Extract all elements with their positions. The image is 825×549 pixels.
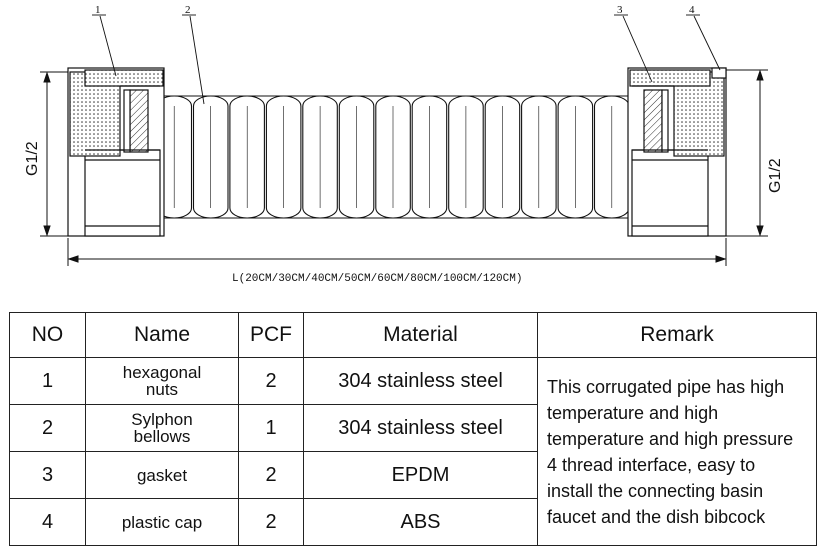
row-material: 304 stainless steel	[303, 357, 538, 405]
right-thread-dimension	[725, 69, 768, 237]
left-thread-label: G1/2	[24, 141, 41, 176]
length-dimension	[67, 238, 727, 266]
callout-1: 1	[95, 4, 101, 16]
remark-line: install the connecting basin	[547, 480, 764, 501]
remark-line: This corrugated pipe has high	[547, 376, 785, 397]
callout-2: 2	[185, 4, 191, 16]
header-no: NO	[9, 312, 86, 358]
row-pcf: 2	[238, 498, 304, 546]
sylphon-bellows	[152, 95, 632, 219]
row-material: ABS	[303, 498, 538, 546]
callout-lines	[92, 14, 721, 105]
remark-line: 4 thread interface, easy to	[547, 454, 756, 475]
row-pcf: 1	[238, 404, 304, 452]
left-thread-dimension	[40, 71, 72, 237]
callout-4: 4	[689, 4, 695, 16]
row-no: 4	[9, 498, 86, 546]
table-row: 4 plastic cap 2 ABS	[9, 498, 817, 546]
remark-cell: This corrugated pipe has high temperatur…	[537, 357, 817, 546]
row-material: EPDM	[303, 451, 538, 499]
right-fitting	[627, 67, 727, 237]
row-pcf: 2	[238, 451, 304, 499]
table-header-row: NO Name PCF Material Remark	[9, 312, 817, 358]
header-pcf: PCF	[238, 312, 304, 358]
row-no: 1	[9, 357, 86, 405]
row-no: 2	[9, 404, 86, 452]
remark-line: temperature and high	[547, 402, 719, 423]
remark-line: temperature and high pressure	[547, 428, 794, 449]
remark-line: faucet and the dish bibcock	[547, 506, 766, 527]
left-fitting	[67, 67, 165, 237]
hose-drawing: G1/2 G1/2	[24, 4, 784, 285]
row-pcf: 2	[238, 357, 304, 405]
row-material: 304 stainless steel	[303, 404, 538, 452]
right-thread-label: G1/2	[767, 158, 784, 193]
header-name: Name	[85, 312, 239, 358]
callout-3: 3	[617, 4, 623, 16]
header-remark: Remark	[537, 312, 817, 358]
length-label: L(20CM/30CM/40CM/50CM/60CM/80CM/100CM/12…	[232, 273, 522, 285]
row-name: gasket	[85, 451, 239, 499]
row-name: plastic cap	[85, 498, 239, 546]
header-material: Material	[303, 312, 538, 358]
row-no: 3	[9, 451, 86, 499]
